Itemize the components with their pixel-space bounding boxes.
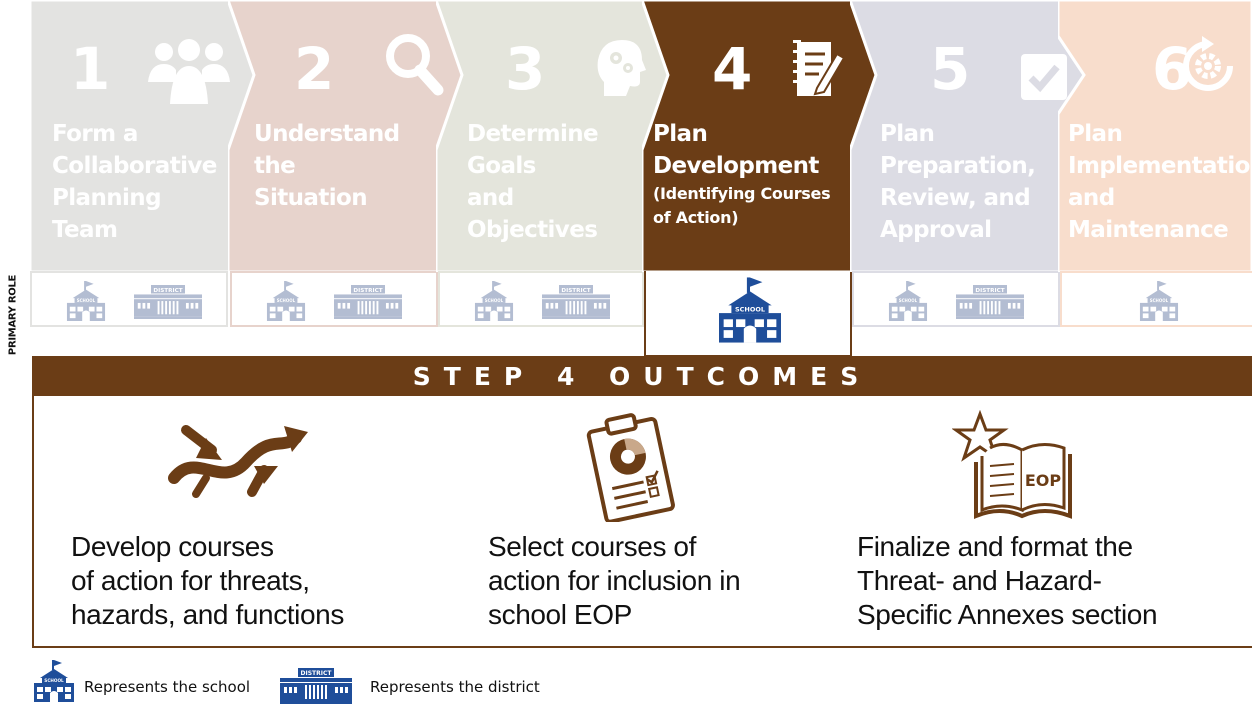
step-1-role-box: SCHOOL DISTRICT (30, 271, 228, 327)
clipboard-chart-icon (586, 413, 675, 522)
svg-text:DISTRICT: DISTRICT (353, 288, 382, 294)
legend-district-icon: DISTRICT (280, 668, 352, 704)
cycle-gear-icon (1180, 36, 1236, 101)
svg-text:SCHOOL: SCHOOL (44, 678, 64, 683)
svg-text:SCHOOL: SCHOOL (899, 298, 918, 303)
svg-text:SCHOOL: SCHOOL (485, 298, 504, 303)
svg-text:SCHOOL: SCHOOL (735, 306, 765, 314)
step-6-role-box: SCHOOL (1060, 271, 1252, 327)
outcomes-box (32, 396, 1252, 648)
step-4-number: 4 (712, 35, 753, 103)
step-3-number: 3 (505, 35, 546, 103)
primary-role-label: PRIMARY ROLE (7, 274, 19, 356)
outcomes-banner: STEP 4 OUTCOMES (32, 356, 1252, 396)
legend-school-icon: SCHOOL (34, 660, 74, 702)
step-6 (1058, 0, 1252, 272)
svg-text:SCHOOL: SCHOOL (1150, 298, 1169, 303)
step-1-number: 1 (70, 35, 111, 103)
step-6-chevron (1058, 0, 1252, 272)
checkbox-icon (1021, 54, 1067, 105)
legend-school-text: Represents the school (84, 678, 251, 696)
svg-text:DISTRICT: DISTRICT (301, 670, 333, 677)
book-label: EOP (1025, 471, 1062, 490)
outcomes-banner-title: STEP 4 OUTCOMES (412, 362, 872, 391)
magnifier-icon (384, 32, 444, 103)
eop-book-star-icon: EOP (952, 410, 1072, 519)
step-3-role-box: SCHOOL DISTRICT (438, 271, 644, 327)
head-gears-icon (596, 38, 646, 103)
svg-text:DISTRICT: DISTRICT (561, 288, 590, 294)
svg-text:SCHOOL: SCHOOL (277, 298, 296, 303)
svg-text:DISTRICT: DISTRICT (153, 288, 182, 294)
legend-district-text: Represents the district (370, 678, 540, 696)
step-5-role-box: SCHOOL DISTRICT (852, 271, 1060, 327)
svg-text:SCHOOL: SCHOOL (77, 298, 96, 303)
notepad-pencil-icon (793, 36, 846, 105)
team-icon (146, 38, 232, 113)
step-2-role-box: SCHOOL DISTRICT (230, 271, 438, 327)
step-5-number: 5 (930, 35, 971, 103)
svg-text:DISTRICT: DISTRICT (975, 288, 1004, 294)
step-4-role-box: SCHOOL (644, 271, 852, 357)
crossing-arrows-icon (168, 425, 308, 498)
step-2-number: 2 (294, 35, 335, 103)
